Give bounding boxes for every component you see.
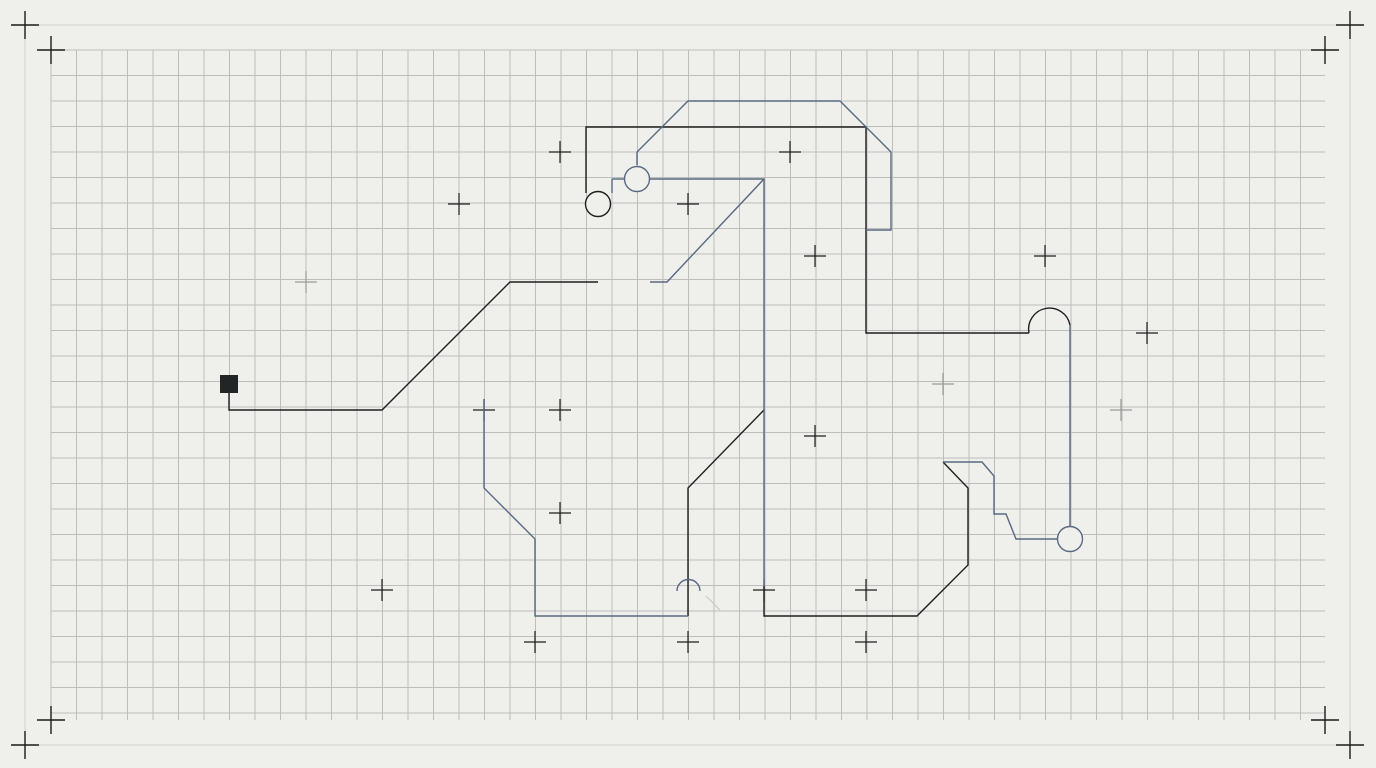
plus-marker-icon [1136,322,1158,344]
plus-marker-icon [855,579,877,601]
circle-node-icon[interactable] [1056,525,1084,553]
crosshair-corner-icon [1311,36,1339,64]
outer-frame [24,24,1351,746]
plus-marker-icon [549,141,571,163]
plus-marker-icon [855,631,877,653]
dark-path-top-loop [585,126,1029,334]
square-start-icon[interactable] [220,375,238,393]
plus-marker-icon [549,502,571,524]
blue-path-small-arc [676,578,701,592]
crosshair-corner-icon [11,731,39,759]
plus-markers [295,141,1158,653]
grid-lines [50,49,1325,720]
crosshair-corner-icon [11,11,39,39]
blue-path-left-lower [483,399,688,617]
dark-path-lower-left [687,409,765,616]
plus-marker-icon [295,271,317,293]
crosshair-corner-icon [1311,706,1339,734]
dark-path-right-arc [1027,307,1071,334]
plus-marker-icon [1110,399,1132,421]
blue-path-top [636,100,892,231]
circle-node-icon[interactable] [623,165,651,193]
plus-marker-icon [677,193,699,215]
dark-path-main [228,281,598,411]
plus-marker-icon [549,399,571,421]
plus-marker-icon [932,373,954,395]
corner-marks [11,11,1364,759]
blue-path-diag-short [650,178,765,283]
crosshair-corner-icon [37,36,65,64]
faint-tick [705,595,721,611]
crosshair-corner-icon [37,706,65,734]
plus-marker-icon [677,631,699,653]
plus-marker-icon [779,141,801,163]
blue-path-steps [943,461,1057,540]
plus-marker-icon [804,425,826,447]
plus-marker-icon [1034,245,1056,267]
crosshair-corner-icon [1336,731,1364,759]
dark-path-bottom [763,461,969,617]
crosshair-corner-icon [1336,11,1364,39]
plus-marker-icon [371,579,393,601]
plus-marker-icon [804,245,826,267]
plus-marker-icon [448,193,470,215]
circle-node-icon[interactable] [584,190,612,218]
plus-marker-icon [524,631,546,653]
